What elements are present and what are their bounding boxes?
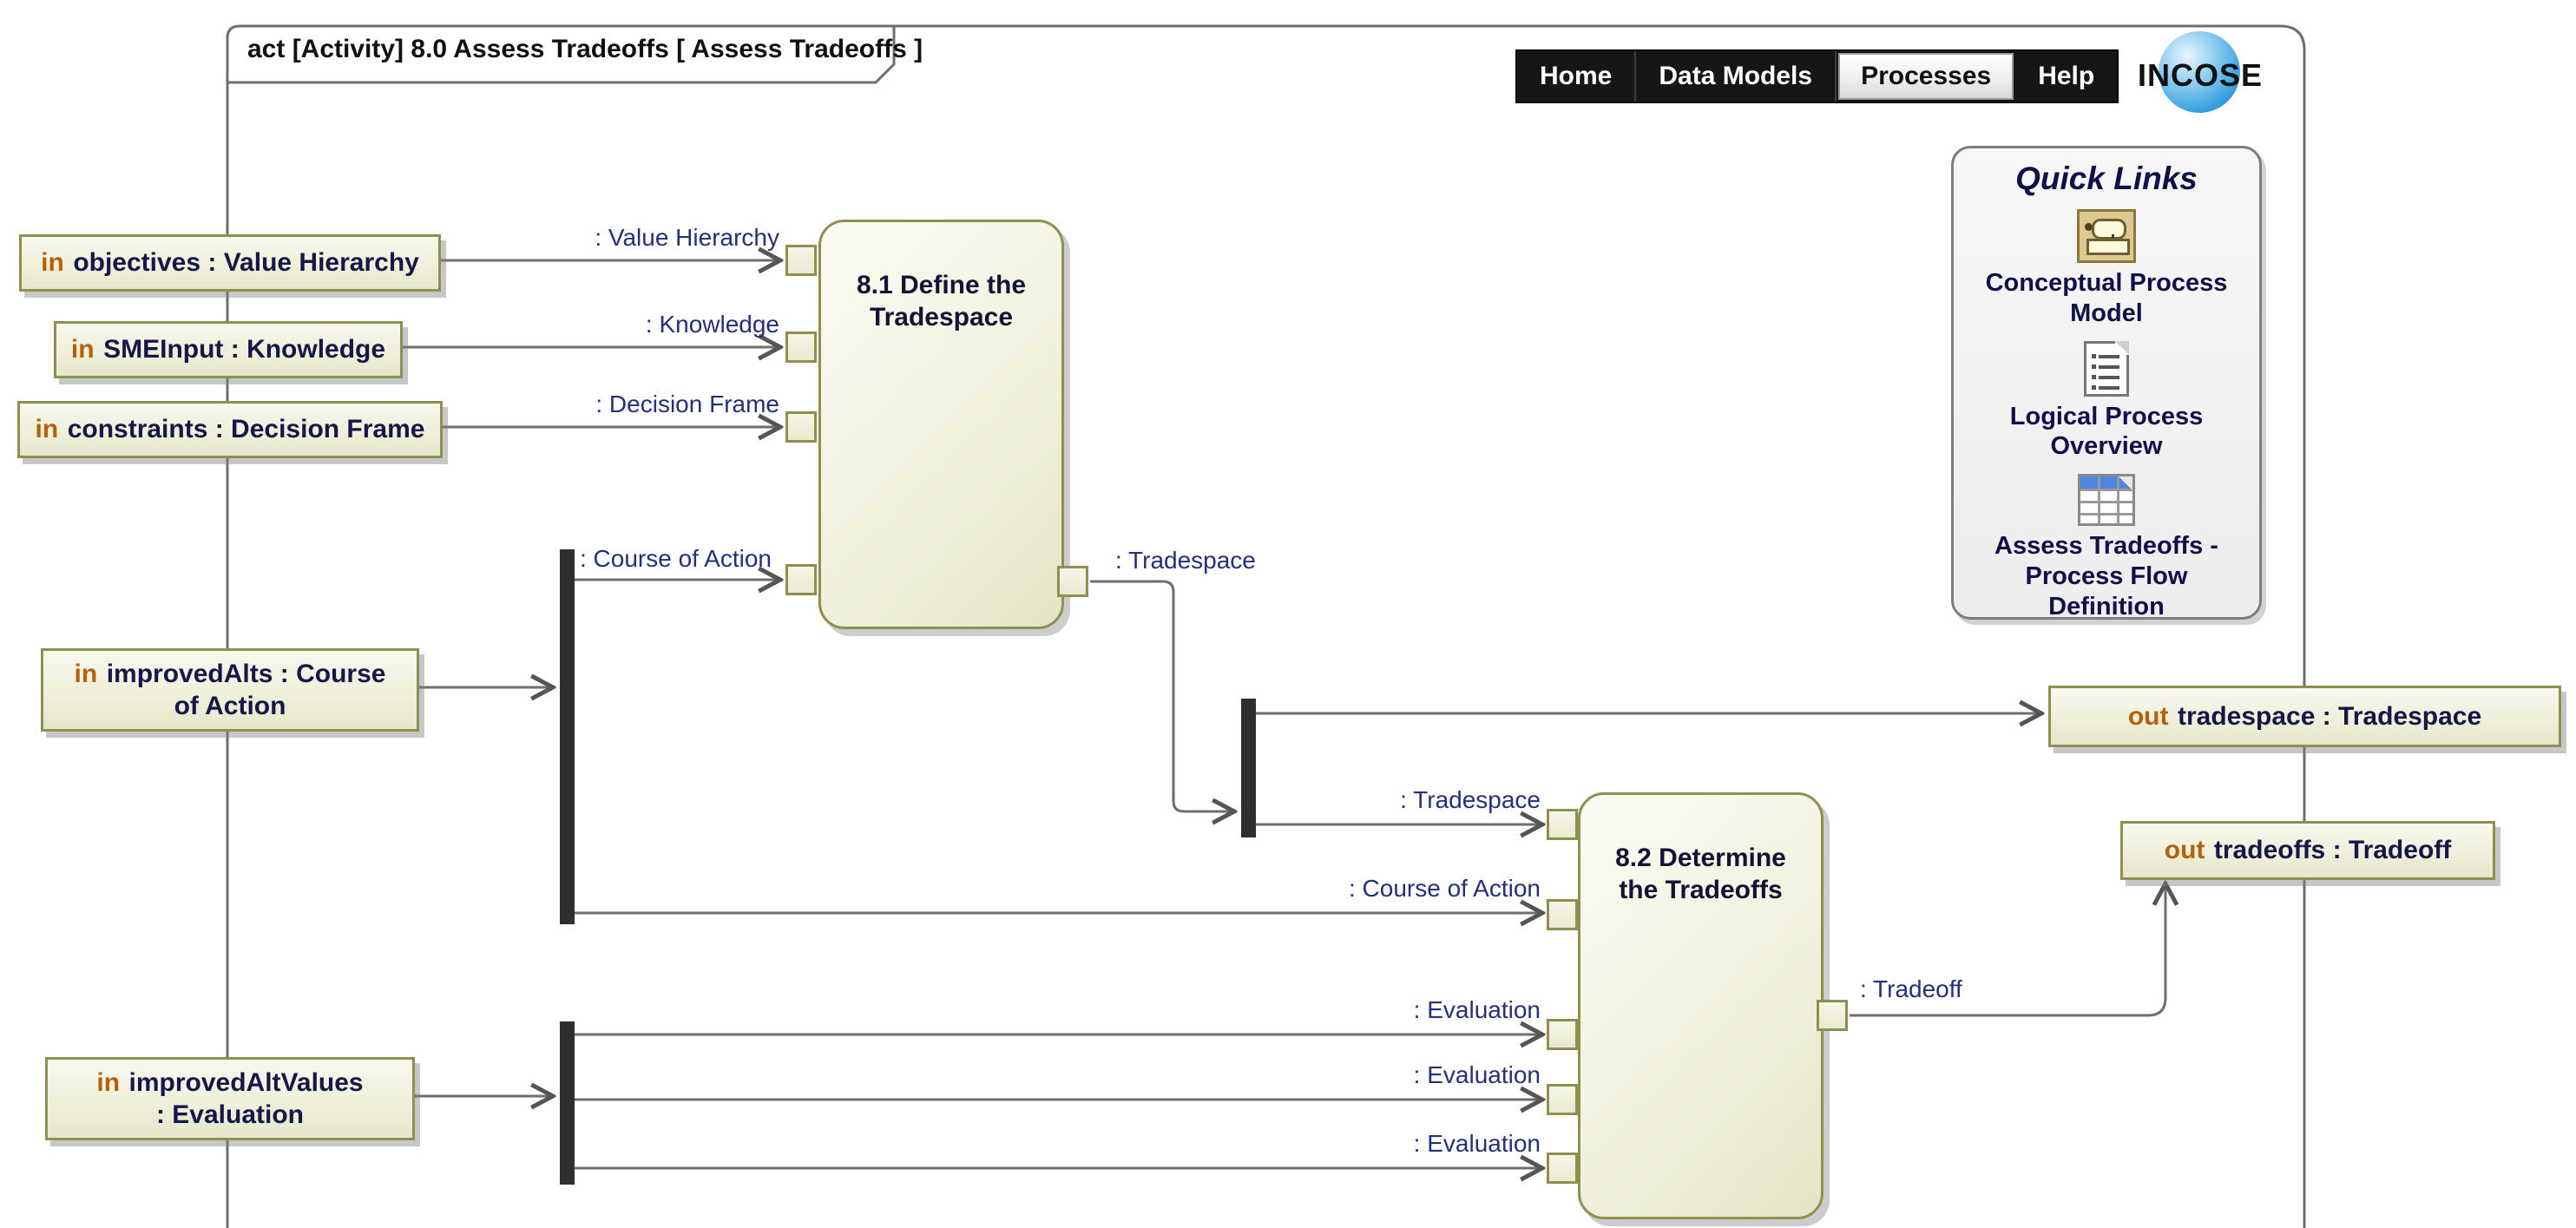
output-param-tradeoffs[interactable]: out tradeoffs : Tradeoff — [2120, 821, 2495, 880]
doc-line — [2099, 375, 2119, 379]
edge-label-tradespace-in: : Tradespace — [1400, 786, 1541, 813]
quick-links-title: Quick Links — [2015, 161, 2198, 196]
incose-globe-icon — [2159, 31, 2240, 113]
activity-diagram-icon — [2077, 209, 2136, 263]
pin-8.1-value-hierarchy — [785, 245, 817, 276]
output-param-tradespace[interactable]: out tradespace : Tradespace — [2048, 686, 2561, 747]
document-icon — [2084, 340, 2129, 397]
pin-8.2-evaluation-2 — [1547, 1084, 1578, 1115]
out-keyword: out — [2127, 701, 2169, 731]
pin-8.2-out-tradeoff — [1817, 1000, 1848, 1031]
pin-8.2-course-of-action — [1547, 899, 1578, 930]
action-title: 8.1 Define the Tradespace — [856, 270, 1027, 332]
grid-line — [2098, 476, 2100, 524]
incose-logo-text: INCOSE — [2137, 57, 2264, 93]
edge-label-tradespace-out: : Tradespace — [1115, 547, 1256, 574]
quick-link-label: Logical Process Overview — [2009, 402, 2204, 461]
fork-bar-evaluation — [560, 1021, 575, 1185]
input-param-improvedalts[interactable]: in improvedAlts : Course of Action — [41, 648, 419, 732]
diagram-tab-title: act [Activity] 8.0 Assess Tradeoffs [ As… — [247, 35, 923, 64]
page-fold — [2119, 476, 2132, 491]
in-keyword: in — [96, 1067, 121, 1097]
grid-line — [2080, 513, 2132, 516]
tab-keyword: act — [247, 35, 286, 63]
icon-action-pill — [2092, 219, 2126, 240]
pin-8.2-tradespace — [1547, 809, 1578, 840]
edge-label-tradeoff: : Tradeoff — [1860, 975, 1962, 1002]
edge-label-evaluation-1: : Evaluation — [1413, 996, 1541, 1023]
param-text: objectives : Value Hierarchy — [73, 248, 419, 278]
flow-8.2-tradeoff-to-out-tradeoffs — [1850, 883, 2165, 1017]
icon-action-rect — [2086, 239, 2130, 255]
doc-bullet — [2092, 364, 2096, 369]
edge-label-course-of-action-top: : Course of Action — [580, 545, 772, 572]
nav-item-help[interactable]: Help — [2038, 62, 2095, 90]
param-text: improvedAltValues : Evaluation — [128, 1067, 364, 1130]
param-text: tradespace : Tradespace — [2177, 701, 2482, 731]
quick-links-panel: Quick Links Conceptual Process Model Log… — [1951, 146, 2262, 621]
quick-link-logical-process-overview[interactable]: Logical Process Overview — [1954, 340, 2259, 463]
input-param-objectives[interactable]: in objectives : Value Hierarchy — [19, 234, 441, 292]
quick-link-label: Conceptual Process Model — [1985, 269, 2228, 327]
action-8.1-define-the-tradespace[interactable]: 8.1 Define the Tradespace — [818, 220, 1064, 629]
doc-line — [2099, 354, 2119, 358]
edge-label-evaluation-3: : Evaluation — [1413, 1130, 1541, 1157]
edge-label-course-of-action-82: : Course of Action — [1348, 875, 1541, 902]
doc-bullet — [2092, 353, 2096, 358]
doc-bullet — [2092, 384, 2096, 390]
param-text: SMEInput : Knowledge — [103, 335, 386, 364]
input-param-smeinput[interactable]: in SMEInput : Knowledge — [54, 321, 403, 378]
fork-bar-course-of-action — [560, 549, 575, 924]
pin-8.1-out-tradespace — [1057, 566, 1088, 597]
top-nav-bar: Home Data Models Processes Help — [1515, 49, 2119, 103]
flow-8.1-tradespace-to-fork2 — [1090, 580, 1234, 811]
page-fold — [2115, 340, 2129, 355]
param-text: tradeoffs : Tradeoff — [2213, 836, 2452, 865]
in-keyword: in — [74, 659, 98, 688]
nav-item-home[interactable]: Home — [1517, 51, 1637, 102]
quick-link-label: Assess Tradeoffs - Process Flow Definiti… — [1994, 532, 2218, 621]
in-keyword: in — [41, 248, 64, 278]
param-text: improvedAlts : Course of Action — [106, 659, 386, 721]
frame-tab-shape — [226, 24, 896, 84]
action-title: 8.2 Determine the Tradeoffs — [1615, 843, 1786, 905]
edge-label-evaluation-2: : Evaluation — [1413, 1061, 1541, 1088]
grid-line — [2117, 476, 2119, 524]
fork-bar-tradespace — [1241, 699, 1256, 837]
in-keyword: in — [70, 335, 95, 364]
doc-line — [2099, 364, 2119, 369]
doc-line — [2099, 385, 2119, 390]
grid-line — [2080, 489, 2132, 492]
nav-item-processes[interactable]: Processes — [1838, 53, 2014, 100]
edge-label-knowledge: : Knowledge — [645, 311, 779, 338]
doc-bullet — [2092, 374, 2096, 379]
pin-8.2-evaluation-1 — [1547, 1019, 1578, 1050]
in-keyword: in — [35, 415, 59, 444]
input-param-constraints[interactable]: in constraints : Decision Frame — [17, 401, 443, 458]
pin-8.1-knowledge — [785, 332, 817, 363]
nav-item-data-models[interactable]: Data Models — [1636, 51, 1837, 102]
out-keyword: out — [2164, 836, 2205, 865]
edge-label-decision-frame: : Decision Frame — [595, 391, 779, 417]
grid-line — [2080, 501, 2132, 504]
quick-link-conceptual-process-model[interactable]: Conceptual Process Model — [1954, 209, 2259, 329]
icon-node-dot — [2085, 223, 2093, 231]
table-icon — [2078, 474, 2135, 527]
quick-link-assess-tradeoffs-process-flow[interactable]: Assess Tradeoffs - Process Flow Definiti… — [1954, 474, 2259, 621]
edge-label-value-hierarchy: : Value Hierarchy — [595, 224, 779, 251]
pin-8.1-decision-frame — [785, 411, 817, 443]
param-text: constraints : Decision Frame — [67, 415, 425, 444]
pin-8.1-course-of-action — [785, 564, 817, 595]
pin-8.2-evaluation-3 — [1547, 1152, 1578, 1184]
tab-title-text: [Activity] 8.0 Assess Tradeoffs [ Assess… — [285, 35, 923, 63]
action-8.2-determine-the-tradeoffs[interactable]: 8.2 Determine the Tradeoffs — [1578, 792, 1824, 1219]
